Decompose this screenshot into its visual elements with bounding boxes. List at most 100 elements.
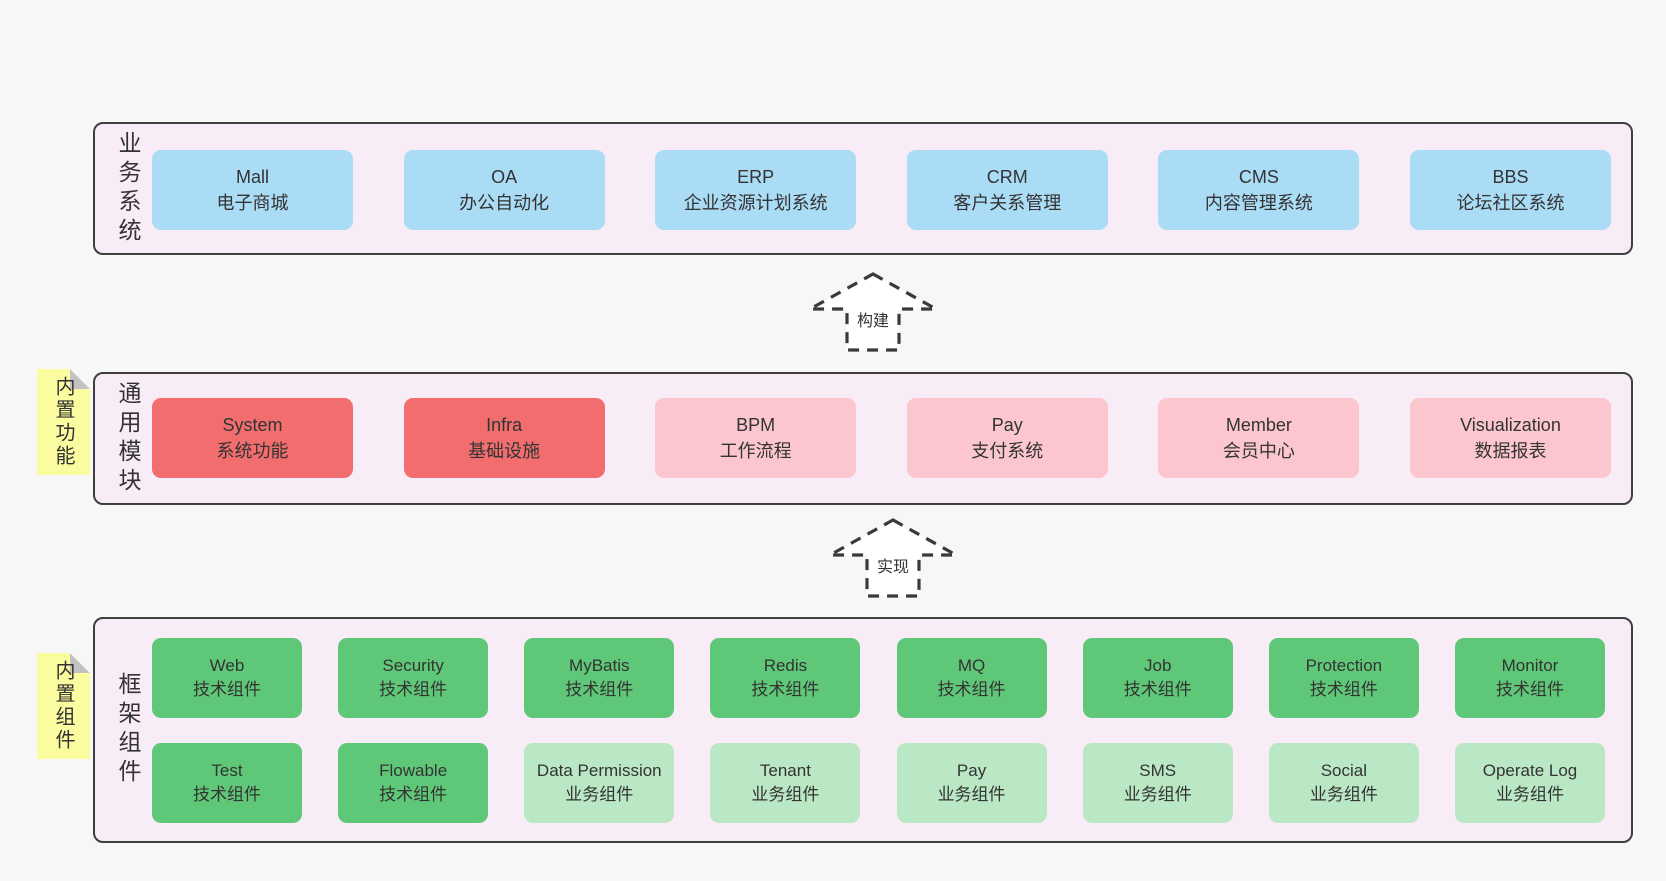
box-web: Web 技术组件 xyxy=(152,638,302,718)
box-test: Test 技术组件 xyxy=(152,743,302,823)
box-tenant: Tenant 业务组件 xyxy=(710,743,861,823)
builtin-features-note-label: 内置功能 xyxy=(52,376,74,468)
box-title: BPM xyxy=(736,415,776,435)
box-title: SMS xyxy=(1139,761,1177,780)
box-title: ERP xyxy=(737,167,775,187)
box-erp: ERP 企业资源计划系统 xyxy=(655,150,857,230)
box-title: CRM xyxy=(986,167,1028,187)
box-title: Social xyxy=(1320,761,1367,780)
common-modules-panel: 通用模块 System 系统功能 Infra 基础设施 BPM 工作流程 Pay… xyxy=(93,372,1633,505)
box-subtitle: 系统功能 xyxy=(216,441,289,461)
box-subtitle: 业务组件 xyxy=(1123,785,1192,804)
box-title: MQ xyxy=(957,656,986,675)
box-subtitle: 业务组件 xyxy=(751,785,820,804)
box-pay-component: Pay 业务组件 xyxy=(896,743,1047,823)
box-title: Test xyxy=(211,761,243,780)
framework-components-row-1: Web 技术组件 Security 技术组件 MyBatis 技术组件 Redi… xyxy=(152,638,1605,718)
box-title: Redis xyxy=(763,656,808,675)
box-subtitle: 技术组件 xyxy=(379,680,448,699)
box-subtitle: 论坛社区系统 xyxy=(1456,193,1565,213)
box-subtitle: 内容管理系统 xyxy=(1204,193,1313,213)
box-crm: CRM 客户关系管理 xyxy=(906,150,1108,230)
box-member: Member 会员中心 xyxy=(1158,398,1360,478)
box-title: Visualization xyxy=(1460,415,1561,435)
box-mall: Mall 电子商城 xyxy=(152,150,353,230)
box-subtitle: 业务组件 xyxy=(937,785,1006,804)
box-subtitle: 技术组件 xyxy=(565,680,634,699)
implement-arrow-label: 实现 xyxy=(872,552,914,578)
box-title: Web xyxy=(209,656,245,675)
box-subtitle: 技术组件 xyxy=(379,785,448,804)
box-title: Pay xyxy=(956,761,987,780)
builtin-components-note-label: 内置组件 xyxy=(52,660,74,752)
business-systems-panel: 业务系统 Mall 电子商城 OA 办公自动化 ERP 企业资源计划系统 CRM… xyxy=(93,122,1633,255)
box-subtitle: 技术组件 xyxy=(193,680,261,699)
box-bbs: BBS 论坛社区系统 xyxy=(1409,150,1611,230)
box-title: Security xyxy=(382,656,444,675)
box-subtitle: 技术组件 xyxy=(193,785,261,804)
box-title: Data Permission xyxy=(536,761,662,780)
builtin-components-note: 内置组件 xyxy=(37,653,90,759)
box-sms: SMS 业务组件 xyxy=(1082,743,1233,823)
framework-components-panel: 框架组件 Web 技术组件 Security 技术组件 MyBatis 技术组件… xyxy=(93,617,1633,843)
box-title: OA xyxy=(491,167,518,187)
box-subtitle: 技术组件 xyxy=(751,680,820,699)
box-operate-log: Operate Log 业务组件 xyxy=(1454,743,1605,823)
box-title: Tenant xyxy=(759,761,811,780)
builtin-features-note: 内置功能 xyxy=(37,369,90,475)
box-subtitle: 技术组件 xyxy=(1495,680,1564,699)
box-monitor: Monitor 技术组件 xyxy=(1454,638,1605,718)
box-subtitle: 业务组件 xyxy=(1309,785,1378,804)
box-title: Job xyxy=(1143,656,1172,675)
box-subtitle: 技术组件 xyxy=(1123,680,1192,699)
box-title: Member xyxy=(1225,415,1292,435)
box-title: MyBatis xyxy=(569,656,630,675)
box-social: Social 业务组件 xyxy=(1268,743,1419,823)
build-arrow: 构建 xyxy=(807,271,939,353)
box-bpm: BPM 工作流程 xyxy=(655,398,857,478)
common-modules-label: 通用模块 xyxy=(115,380,141,497)
box-oa: OA 办公自动化 xyxy=(403,150,605,230)
box-title: System xyxy=(222,415,283,435)
box-subtitle: 技术组件 xyxy=(1309,680,1378,699)
box-flowable: Flowable 技术组件 xyxy=(338,743,489,823)
box-system: System 系统功能 xyxy=(152,398,353,478)
box-infra: Infra 基础设施 xyxy=(403,398,605,478)
business-systems-row: Mall 电子商城 OA 办公自动化 ERP 企业资源计划系统 CRM 客户关系… xyxy=(152,150,1611,230)
box-protection: Protection 技术组件 xyxy=(1268,638,1419,718)
box-subtitle: 基础设施 xyxy=(468,441,541,461)
business-systems-label: 业务系统 xyxy=(115,130,141,247)
box-title: Pay xyxy=(991,415,1023,435)
box-subtitle: 企业资源计划系统 xyxy=(683,193,828,213)
box-cms: CMS 内容管理系统 xyxy=(1158,150,1360,230)
box-data-permission: Data Permission 业务组件 xyxy=(524,743,675,823)
box-subtitle: 业务组件 xyxy=(1495,785,1564,804)
framework-components-label: 框架组件 xyxy=(115,672,141,788)
box-mq: MQ 技术组件 xyxy=(896,638,1047,718)
box-mybatis: MyBatis 技术组件 xyxy=(524,638,675,718)
box-subtitle: 支付系统 xyxy=(971,441,1044,461)
box-visualization: Visualization 数据报表 xyxy=(1409,398,1611,478)
implement-arrow: 实现 xyxy=(827,517,959,599)
box-subtitle: 电子商城 xyxy=(216,193,289,213)
box-subtitle: 业务组件 xyxy=(565,785,634,804)
box-title: CMS xyxy=(1238,167,1279,187)
common-modules-row: System 系统功能 Infra 基础设施 BPM 工作流程 Pay 支付系统… xyxy=(152,398,1611,478)
box-subtitle: 办公自动化 xyxy=(459,193,550,213)
box-redis: Redis 技术组件 xyxy=(710,638,861,718)
box-subtitle: 客户关系管理 xyxy=(953,193,1062,213)
box-title: Infra xyxy=(486,415,523,435)
box-subtitle: 会员中心 xyxy=(1222,441,1295,461)
box-title: Operate Log xyxy=(1482,761,1578,780)
box-subtitle: 技术组件 xyxy=(937,680,1006,699)
framework-components-row-2: Test 技术组件 Flowable 技术组件 Data Permission … xyxy=(152,743,1605,823)
box-title: BBS xyxy=(1492,167,1529,187)
box-pay-module: Pay 支付系统 xyxy=(906,398,1108,478)
box-subtitle: 工作流程 xyxy=(719,441,792,461)
box-security: Security 技术组件 xyxy=(338,638,489,718)
box-subtitle: 数据报表 xyxy=(1474,441,1547,461)
box-title: Flowable xyxy=(379,761,448,780)
build-arrow-label: 构建 xyxy=(852,306,894,332)
box-title: Monitor xyxy=(1501,656,1559,675)
